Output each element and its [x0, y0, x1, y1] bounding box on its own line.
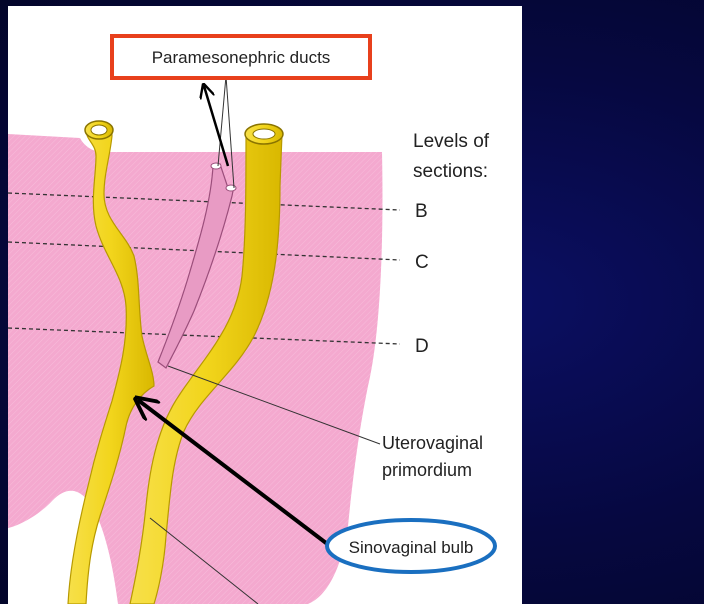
diagram-panel: Paramesonephric ducts Levels of sections…: [8, 6, 522, 604]
level-d: D: [415, 336, 429, 357]
uterovaginal-label-2: primordium: [382, 460, 472, 480]
embryology-diagram: Paramesonephric ducts Levels of sections…: [8, 6, 522, 604]
tissue-region: [8, 134, 382, 604]
title-label: Paramesonephric ducts: [152, 48, 331, 67]
level-b: B: [415, 201, 428, 222]
level-c: C: [415, 252, 429, 273]
levels-heading-1: Levels of: [413, 131, 490, 152]
sinovaginal-label: Sinovaginal bulb: [349, 538, 474, 557]
uterovaginal-label-1: Uterovaginal: [382, 433, 483, 453]
levels-heading-2: sections:: [413, 161, 488, 182]
